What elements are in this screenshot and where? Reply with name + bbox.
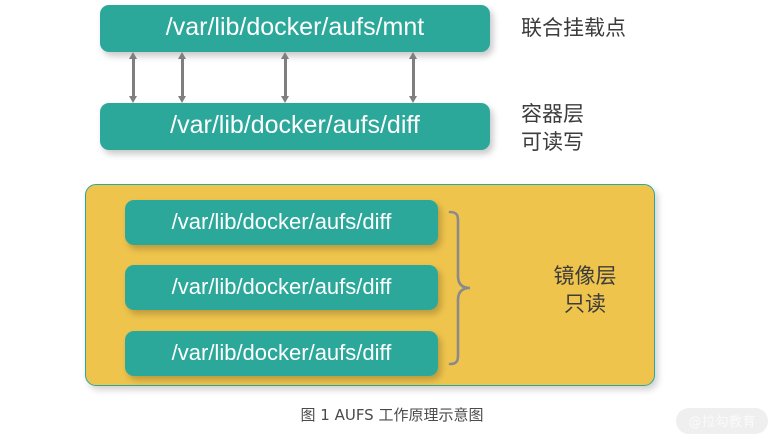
bidirectional-arrow-3	[281, 52, 290, 103]
arrow-head-up-icon	[281, 52, 289, 59]
image-layer-box-3: /var/lib/docker/aufs/diff	[125, 331, 438, 376]
image-layer-label: 镜像层 只读	[553, 264, 617, 316]
mount-point-label: 联合挂载点	[521, 16, 626, 40]
figure-caption: 图 1 AUFS 工作原理示意图	[300, 406, 484, 424]
arrow-head-up-icon	[129, 52, 137, 59]
curly-brace-icon	[446, 210, 472, 366]
arrow-shaft	[181, 58, 184, 97]
bidirectional-arrow-2	[178, 52, 187, 103]
arrow-shaft	[412, 58, 415, 97]
image-layer-path: /var/lib/docker/aufs/diff	[171, 273, 392, 299]
image-layer-box-1: /var/lib/docker/aufs/diff	[125, 200, 438, 245]
container-layer-path: /var/lib/docker/aufs/diff	[170, 111, 420, 139]
bidirectional-arrow-4	[409, 52, 418, 103]
arrow-head-down-icon	[409, 96, 417, 103]
arrow-head-up-icon	[178, 52, 186, 59]
image-layer-box-2: /var/lib/docker/aufs/diff	[125, 265, 438, 310]
mount-point-path: /var/lib/docker/aufs/mnt	[165, 13, 425, 41]
container-layer-label: 容器层 可读写	[521, 102, 584, 154]
arrow-head-up-icon	[409, 52, 417, 59]
container-layer-box: /var/lib/docker/aufs/diff	[100, 103, 490, 150]
watermark-badge: @拉勾教育	[676, 408, 768, 434]
arrow-head-down-icon	[281, 96, 289, 103]
bidirectional-arrow-1	[129, 52, 138, 103]
mount-point-box: /var/lib/docker/aufs/mnt	[100, 5, 490, 52]
image-layer-path: /var/lib/docker/aufs/diff	[171, 339, 392, 365]
arrow-head-down-icon	[178, 96, 186, 103]
arrow-shaft	[132, 58, 135, 97]
arrow-head-down-icon	[129, 96, 137, 103]
arrow-shaft	[284, 58, 287, 97]
image-layer-path: /var/lib/docker/aufs/diff	[171, 208, 392, 234]
